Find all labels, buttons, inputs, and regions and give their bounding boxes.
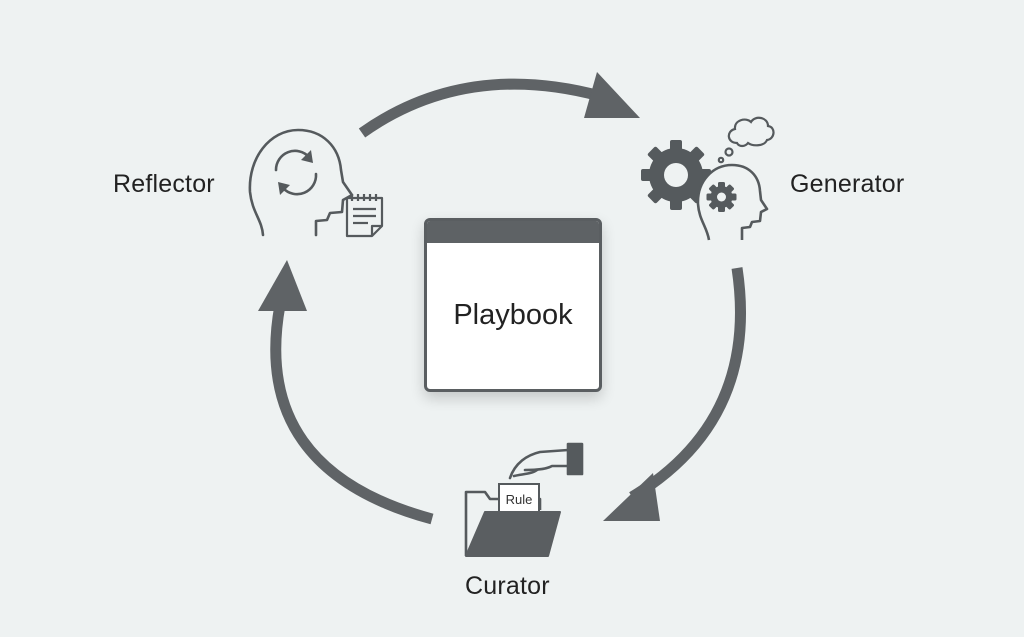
arrow-generator-to-curator xyxy=(629,267,746,502)
cycle-arrows xyxy=(270,78,746,525)
notepad-icon xyxy=(345,194,384,238)
reflector-label: Reflector xyxy=(113,170,215,198)
arrowhead-reflector xyxy=(258,260,307,311)
thought-cloud-icon xyxy=(717,116,775,164)
hand-icon xyxy=(508,442,584,480)
generator-label: Generator xyxy=(790,170,905,198)
rule-card-label: Rule xyxy=(506,492,533,507)
playbook-title: Playbook xyxy=(453,299,573,331)
gear-icon xyxy=(641,140,711,210)
playbook-title-bar xyxy=(427,221,599,243)
arrow-reflector-to-generator xyxy=(358,78,602,138)
folder-icon: Rule xyxy=(464,483,561,557)
head-gear-icon xyxy=(696,163,769,241)
head-refresh-icon xyxy=(248,128,354,237)
curator-label: Curator xyxy=(465,572,550,600)
arrowhead-generator xyxy=(584,72,640,118)
arrowhead-curator xyxy=(603,473,660,521)
arrow-curator-to-reflector xyxy=(270,304,434,525)
arrowheads xyxy=(258,72,660,521)
playbook-window: Playbook xyxy=(424,218,602,392)
